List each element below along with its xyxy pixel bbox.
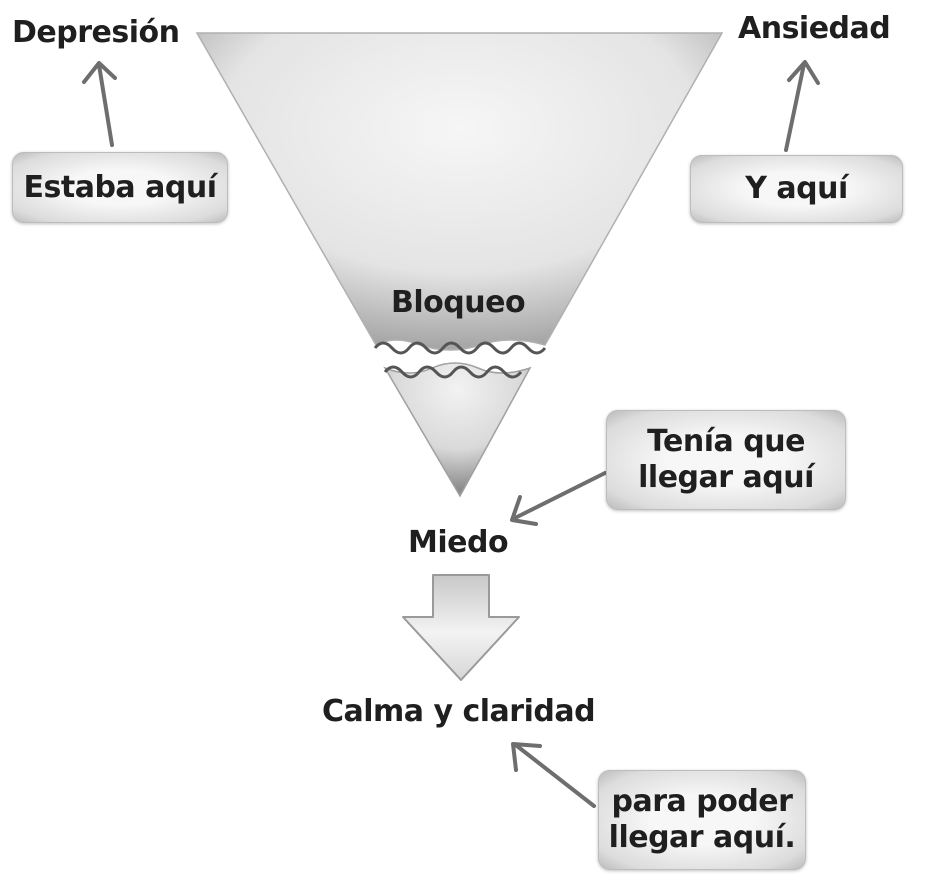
break-wave-bottom	[383, 365, 523, 379]
box-tenia-line-2: llegar aquí	[638, 460, 814, 495]
box-tenia-que: Tenía que llegar aquí	[606, 410, 846, 510]
funnel-upper	[195, 32, 724, 351]
funnel-tip	[383, 362, 532, 498]
box-estaba-line-1: Estaba aquí	[23, 169, 217, 205]
box-tenia-line-1: Tenía que	[647, 424, 805, 459]
label-calma-claridad: Calma y claridad	[322, 694, 596, 729]
box-para-line-2: llegar aquí.	[608, 820, 796, 855]
label-miedo: Miedo	[408, 525, 509, 560]
label-depresion: Depresión	[12, 15, 180, 50]
label-bloqueo: Bloqueo	[391, 285, 526, 320]
arrow-para-to-calma	[511, 742, 596, 808]
down-arrow-icon	[402, 574, 520, 681]
box-estaba-aqui: Estaba aquí	[12, 152, 228, 223]
arrow-estaba-to-depresion	[82, 61, 117, 147]
box-para-line-1: para poder	[611, 784, 793, 819]
box-y-aqui-line-1: Y aquí	[745, 171, 848, 206]
box-para-poder: para poder llegar aquí.	[598, 770, 806, 870]
label-ansiedad: Ansiedad	[738, 11, 891, 46]
break-wave-top	[373, 341, 547, 355]
box-y-aqui: Y aquí	[690, 155, 903, 223]
arrow-yaqui-to-ansiedad	[784, 60, 820, 152]
arrow-tenia-to-miedo	[510, 471, 607, 526]
